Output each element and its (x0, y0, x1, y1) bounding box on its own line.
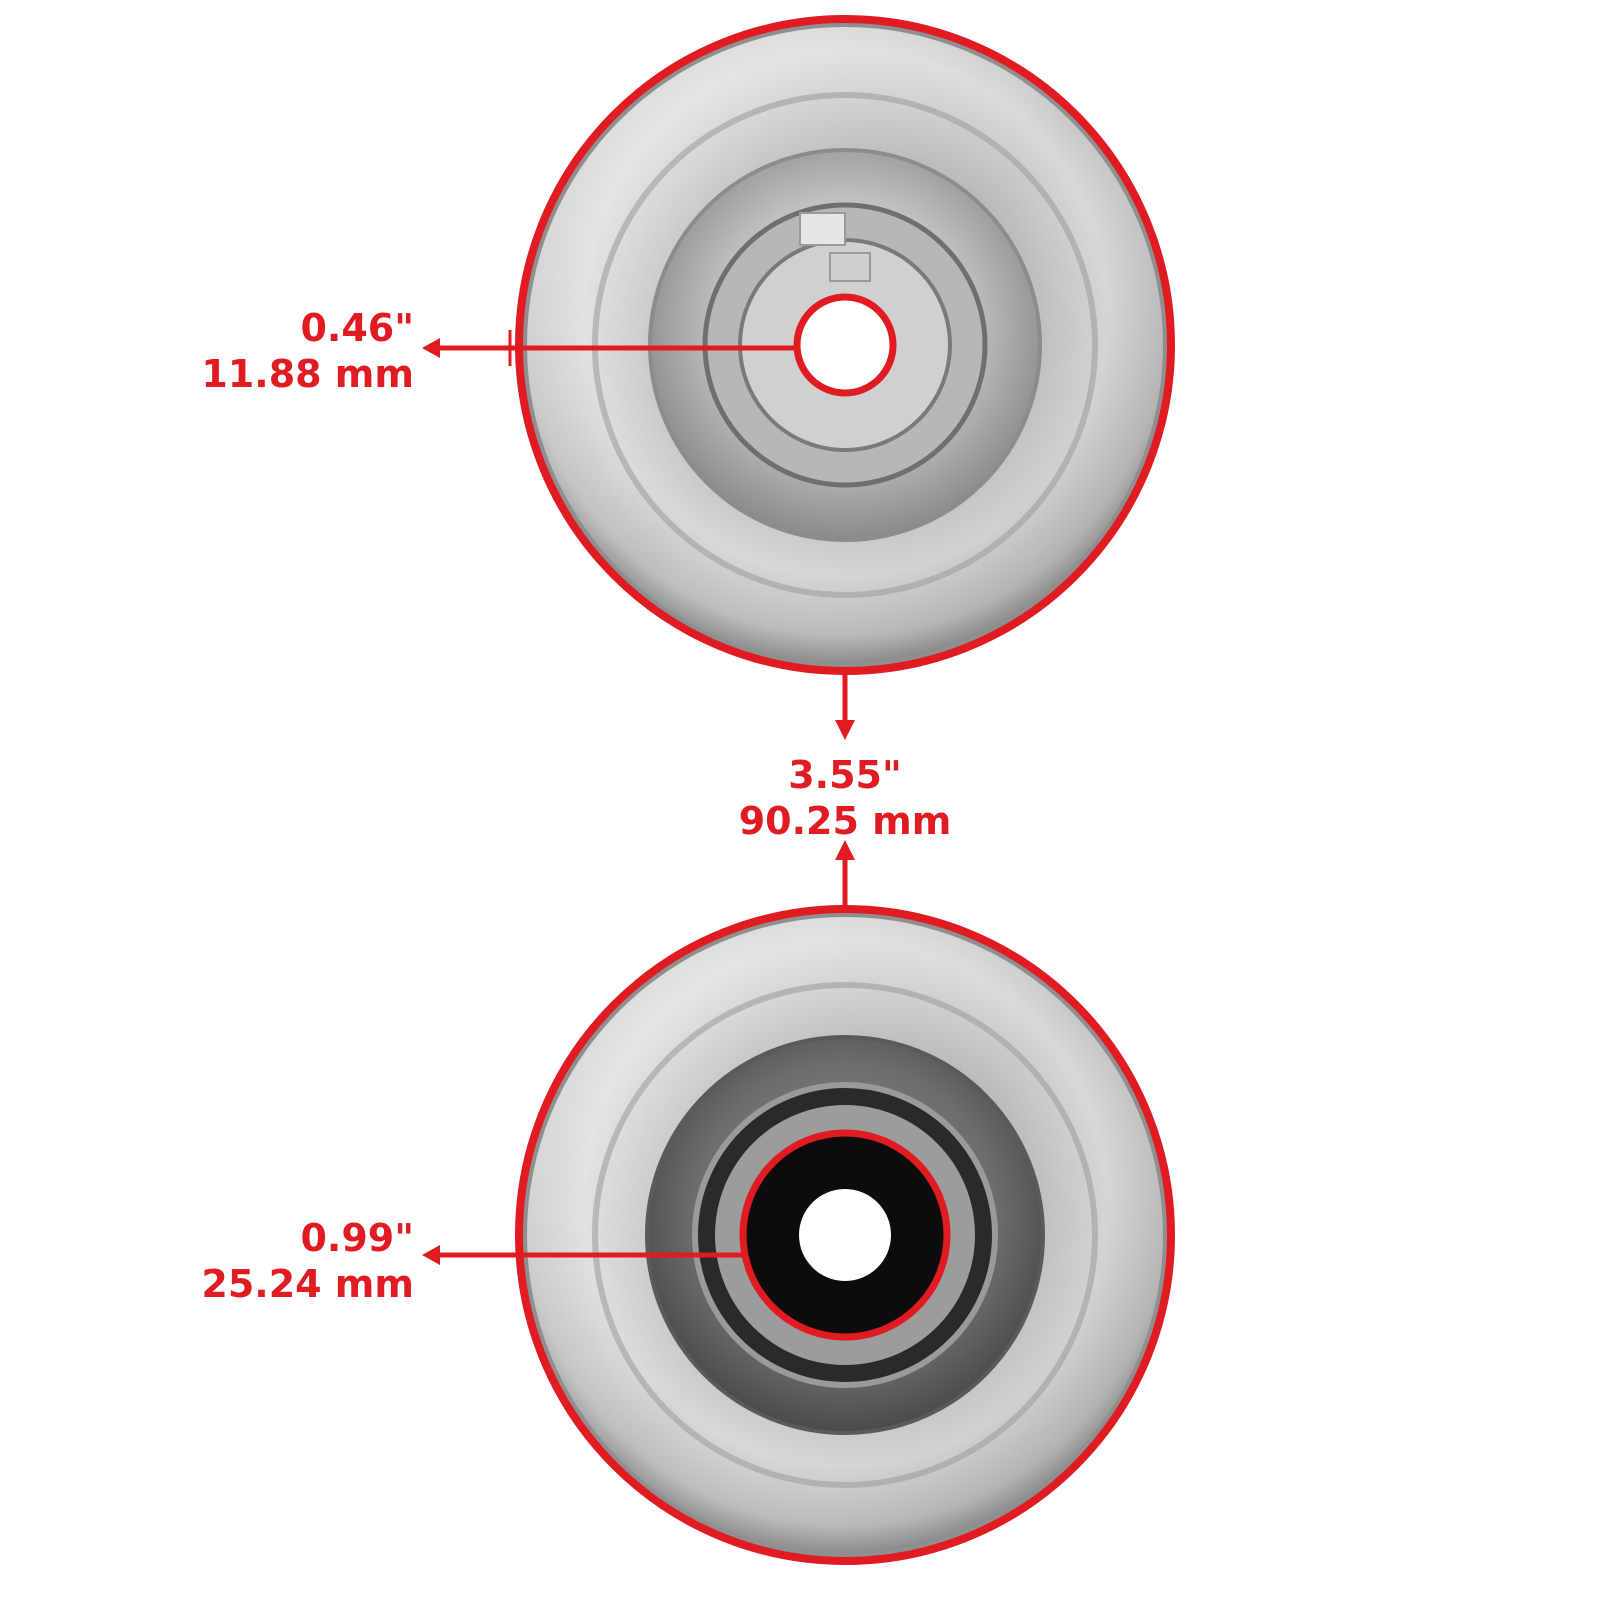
center-distance-dimension (835, 672, 855, 910)
bottom-bore-outline (739, 1129, 951, 1341)
center-distance-inch: 3.55" (788, 753, 902, 797)
center-distance-mm: 90.25 mm (738, 799, 952, 843)
bottom-bore-dimension (422, 1245, 745, 1265)
top-bore-mm: 11.88 mm (201, 352, 414, 396)
top-pulley-outline (515, 15, 1175, 675)
bottom-bore-hole (799, 1189, 891, 1281)
top-bore-inch: 0.46" (300, 306, 414, 350)
top-bore-label: 0.46" 11.88 mm (190, 305, 414, 397)
top-pulley (515, 15, 1175, 675)
arrow-left-icon (422, 338, 440, 358)
bottom-bore-mm: 25.24 mm (201, 1262, 414, 1306)
bottom-bore-inch: 0.99" (300, 1216, 414, 1260)
center-distance-label: 3.55" 90.25 mm (695, 752, 995, 844)
top-bore-hole (797, 297, 893, 393)
bottom-bore-label: 0.99" 25.24 mm (170, 1215, 414, 1307)
arrow-down-icon (835, 720, 855, 740)
top-bore-outline (793, 293, 897, 397)
top-bore-dimension (422, 330, 800, 366)
arrow-left-icon (422, 1245, 440, 1265)
bottom-pulley (515, 905, 1175, 1565)
arrow-up-icon (835, 840, 855, 860)
